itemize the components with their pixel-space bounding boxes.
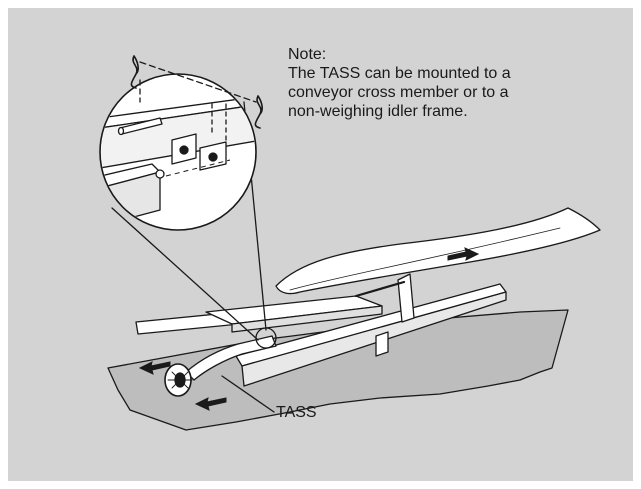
note-heading: Note:: [288, 46, 327, 63]
detail-arm-hole: [155, 169, 165, 179]
assembly-dash-top: [139, 61, 257, 103]
note-line-1: The TASS can be mounted to a: [288, 65, 511, 82]
detail-pin-end: [117, 126, 125, 136]
direction-arrow-icon: [447, 247, 480, 261]
tass-callout-label: TASS: [276, 404, 317, 421]
detail-bolt-left: [179, 145, 189, 155]
idler-frame-bracket: [375, 331, 389, 357]
callout-leader: [221, 375, 275, 413]
detail-cross-member-top: [101, 95, 255, 129]
tass-arm: [185, 335, 277, 381]
note-line-3: non-weighing idler frame.: [288, 103, 468, 120]
idler-roller: [354, 280, 406, 298]
stringer-front-web: [241, 291, 507, 387]
direction-arrow-icon: [194, 397, 227, 411]
idler-frame-post: [397, 273, 415, 323]
detail-bolt-right: [208, 152, 218, 162]
detail-dash-guide: [165, 159, 231, 177]
detail-leader-lower: [111, 207, 259, 341]
note-line-2: conveyor cross member or to a: [288, 84, 509, 101]
tass-wheel-spokes: [167, 371, 193, 389]
cross-member-side: [231, 305, 383, 333]
belt-crease: [289, 227, 561, 291]
direction-arrow-icon: [138, 361, 171, 375]
upper-carrying-belt: [275, 207, 601, 295]
detail-cross-member-face: [101, 103, 255, 169]
mounting-note: Note: The TASS can be mounted to a conve…: [288, 45, 608, 121]
retaining-clip-icon: [130, 55, 139, 89]
retaining-clip-icon: [254, 95, 263, 129]
